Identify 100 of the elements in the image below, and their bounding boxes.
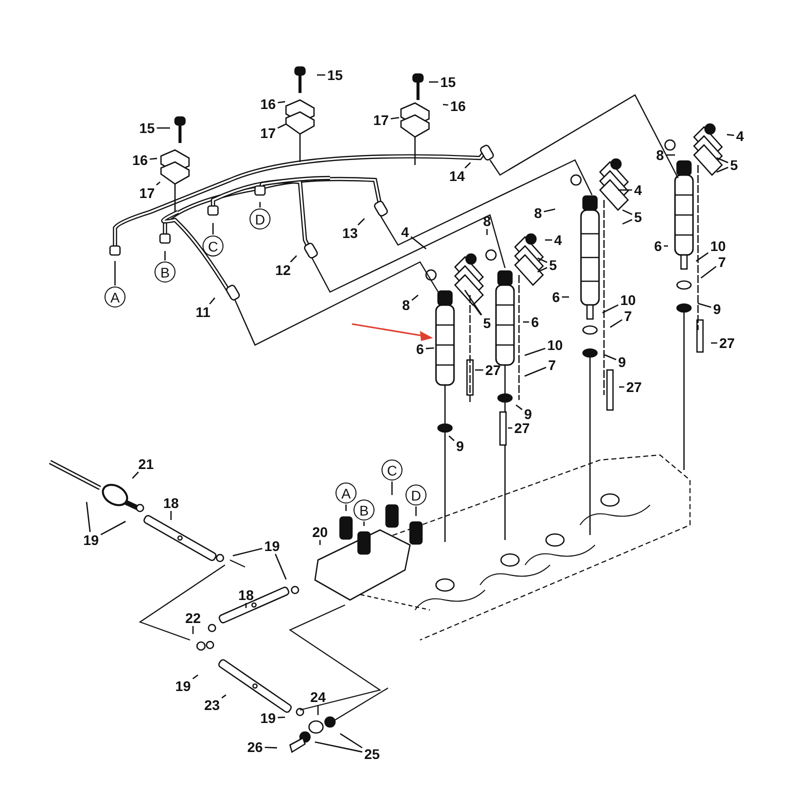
leader-line <box>317 74 326 76</box>
callout-number: 13 <box>342 226 358 240</box>
callout-number: 7 <box>548 358 556 372</box>
leader-line <box>442 104 448 106</box>
letter-circle <box>250 208 270 230</box>
callout-number: 6 <box>552 290 560 304</box>
callout-number: 6 <box>654 239 662 253</box>
leader-line <box>602 304 618 314</box>
callout-number: 6 <box>531 315 539 329</box>
callout-number: 19 <box>83 533 99 547</box>
callout-number: 19 <box>175 679 191 693</box>
leader-line <box>415 506 417 516</box>
callout-number: 18 <box>238 588 254 602</box>
leader-line <box>711 342 718 344</box>
leader-line <box>464 290 482 316</box>
leader-line <box>390 117 400 120</box>
leader-line <box>464 162 471 168</box>
leader-line <box>698 302 712 308</box>
callout-letter: B <box>359 503 369 517</box>
callout-number: 15 <box>440 75 456 89</box>
leader-line <box>340 733 363 748</box>
callout-number: 11 <box>196 305 210 319</box>
callout-number: 10 <box>547 338 563 352</box>
leader-line <box>700 266 716 278</box>
callout-number: 17 <box>260 126 276 140</box>
leader-line <box>696 252 709 262</box>
callout-letter: D <box>410 488 422 502</box>
leader-line <box>212 223 214 234</box>
leader-line <box>508 427 512 429</box>
callout-number: 4 <box>401 225 409 239</box>
leader-line <box>221 694 226 698</box>
callout-number: 5 <box>634 210 642 224</box>
leader-line <box>391 482 393 495</box>
callout-number: 4 <box>554 233 562 247</box>
callout-letter: A <box>341 486 351 500</box>
callout-number: 10 <box>620 293 636 307</box>
leader-line <box>475 369 484 371</box>
leader-line <box>545 239 552 241</box>
callout-number: 7 <box>718 255 726 269</box>
letter-circle <box>104 286 126 308</box>
callout-number: 8 <box>656 148 664 162</box>
leader-line <box>619 386 624 388</box>
leader-line <box>264 746 278 748</box>
leader-line <box>537 267 548 273</box>
leader-line <box>516 404 522 410</box>
letter-circle <box>382 460 402 480</box>
callout-number: 8 <box>534 206 542 220</box>
callout-number: 25 <box>364 747 380 761</box>
leader-line <box>448 436 455 442</box>
letter-circle <box>154 262 176 282</box>
leader-line <box>86 502 91 532</box>
callout-number: 9 <box>618 355 626 369</box>
callout-number: 27 <box>626 380 642 394</box>
leader-line <box>314 741 362 753</box>
leader-line <box>245 603 247 608</box>
leader-line <box>716 157 728 164</box>
callout-number: 9 <box>524 407 532 421</box>
callout-number: 15 <box>327 68 343 82</box>
leader-line <box>100 520 126 536</box>
callout-number: 19 <box>260 711 276 725</box>
callout-number: 27 <box>485 363 501 377</box>
leader-line <box>150 158 158 160</box>
leader-line <box>426 347 434 350</box>
callout-number: 7 <box>624 309 632 323</box>
callout-number: 19 <box>264 539 280 553</box>
leader-line <box>319 540 321 545</box>
callout-number: 8 <box>483 214 491 228</box>
callout-number: 4 <box>736 129 744 143</box>
callout-number: 17 <box>373 113 389 127</box>
leader-line <box>429 81 438 83</box>
leader-line <box>259 202 261 208</box>
leader-line <box>524 366 546 377</box>
leader-line <box>610 319 622 328</box>
leader-line <box>604 354 616 360</box>
callout-letter: C <box>208 239 218 253</box>
callout-letter: B <box>160 265 170 279</box>
leader-line <box>156 182 160 186</box>
leader-line <box>278 124 286 129</box>
leader-line <box>716 166 728 173</box>
leader-line <box>524 348 546 356</box>
leader-line <box>278 101 286 104</box>
callout-number: 10 <box>710 239 726 253</box>
leader-line <box>562 296 569 298</box>
callout-number: 6 <box>416 342 424 356</box>
callout-number: 16 <box>260 97 276 111</box>
leader-line <box>164 251 166 260</box>
callout-number: 9 <box>713 302 721 316</box>
leader-line <box>622 219 632 225</box>
leader-line <box>363 522 365 526</box>
leader-line <box>537 257 548 263</box>
leader-line <box>274 554 287 580</box>
leader-line <box>170 511 172 520</box>
leader-line <box>544 208 556 212</box>
callout-letter: D <box>254 212 266 226</box>
callout-number: 12 <box>275 263 291 277</box>
callout-number: 18 <box>163 496 179 510</box>
callout-letter: C <box>386 463 398 477</box>
callout-number: 16 <box>450 99 466 113</box>
leader-line <box>472 304 482 316</box>
callout-number: 4 <box>634 183 642 197</box>
